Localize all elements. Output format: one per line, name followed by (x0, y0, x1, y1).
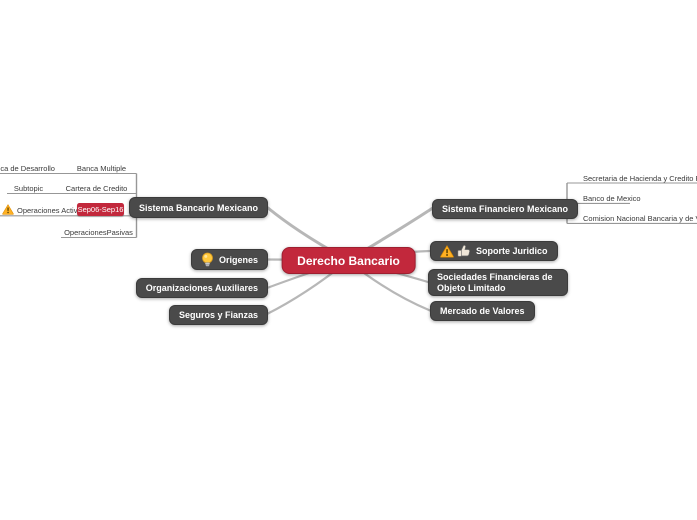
node-label: Soporte Juridico (476, 246, 548, 256)
node-label: Mercado de Valores (440, 306, 525, 316)
node-label: Origenes (218, 254, 258, 265)
date-badge-sep06-sep16[interactable]: Sep06-Sep16 (77, 202, 124, 216)
node-derecho-bancario[interactable]: Derecho Bancario (281, 247, 416, 274)
subtopic-operaciones-pasivas[interactable]: OperacionesPasivas (64, 228, 133, 237)
node-label: Sistema Bancario Mexicano (138, 202, 258, 213)
thumbs-up-icon (457, 244, 471, 258)
node-organizaciones-auxiliares[interactable]: Organizaciones Auxiliares (135, 278, 268, 298)
node-sociedades-financieras[interactable]: Sociedades Financieras de Objeto Limitad… (428, 269, 568, 296)
node-sistema-bancario-mexicano[interactable]: Sistema Bancario Mexicano (128, 197, 268, 218)
subtopic-secretaria-hacienda[interactable]: Secretaria de Hacienda y Credito Publico (583, 174, 697, 183)
lightbulb-icon (201, 252, 214, 267)
central-node-label: Derecho Bancario (297, 253, 400, 268)
subtopic-banco-de-mexico[interactable]: Banco de Mexico (583, 194, 641, 204)
node-label: Seguros y Fianzas (178, 310, 258, 320)
node-seguros-y-fianzas[interactable]: Seguros y Fianzas (168, 305, 268, 325)
node-label: Sociedades Financieras de Objeto Limitad… (437, 271, 553, 293)
subtopic-comision-nacional[interactable]: Comision Nacional Bancaria y de Valores (583, 214, 697, 224)
node-origenes[interactable]: Origenes (190, 249, 268, 270)
subtopic-operaciones-activas[interactable]: Operaciones Activas (17, 205, 86, 215)
node-label: Sistema Financiero Mexicano (442, 204, 569, 214)
warning-icon (2, 203, 14, 215)
subtopic-banca-de-desarrollo[interactable]: Banca de Desarrollo (0, 164, 55, 173)
subtopic-subtopic[interactable]: Subtopic (13, 184, 44, 193)
node-label: Organizaciones Auxiliares (145, 283, 258, 293)
warning-icon (440, 244, 454, 258)
subtopic-cartera-de-credito[interactable]: Cartera de Credito (65, 184, 128, 193)
node-soporte-juridico[interactable]: Soporte Juridico (430, 241, 558, 261)
node-mercado-de-valores[interactable]: Mercado de Valores (430, 301, 535, 321)
subtopic-banca-multiple[interactable]: Banca Multiple (76, 164, 127, 173)
node-sistema-financiero-mexicano[interactable]: Sistema Financiero Mexicano (432, 199, 579, 219)
